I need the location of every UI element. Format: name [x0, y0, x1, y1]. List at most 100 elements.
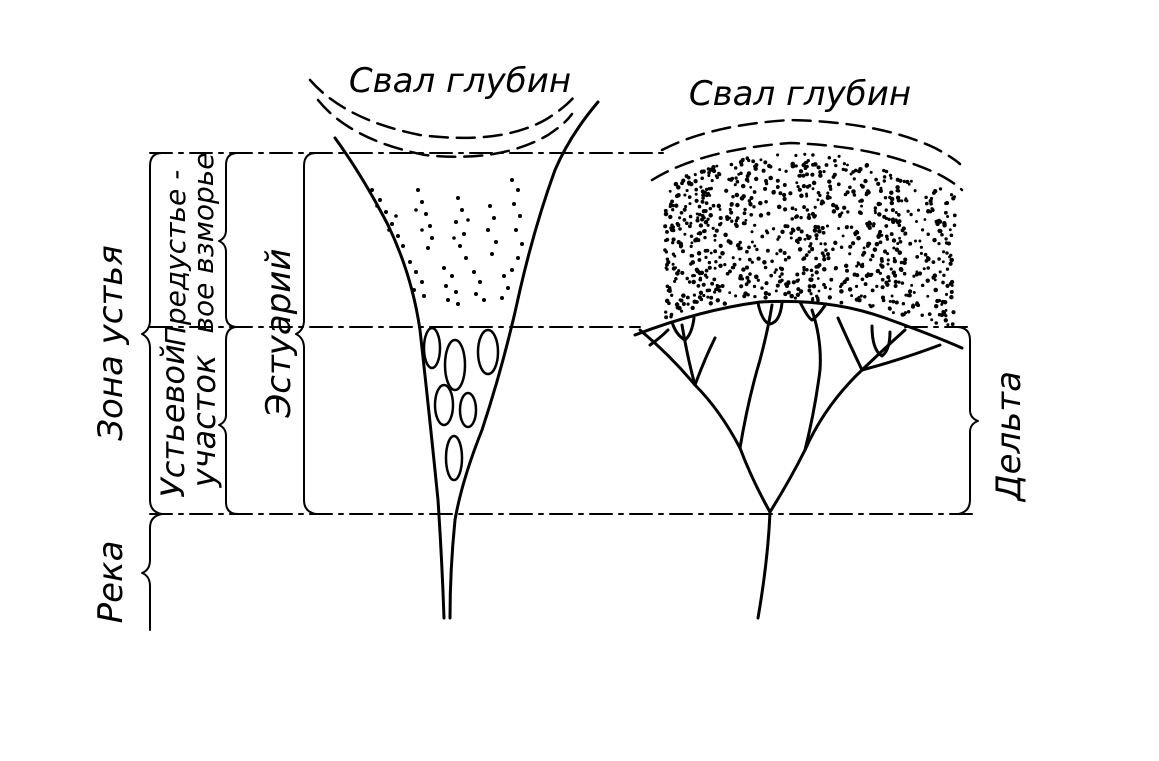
stipple-dot	[724, 188, 729, 193]
stipple-dot	[876, 181, 881, 186]
stipple-dot	[818, 193, 822, 198]
stipple-dot	[888, 299, 892, 303]
stipple-dot	[948, 228, 952, 232]
stipple-dot	[805, 192, 808, 196]
stipple-dot	[864, 164, 869, 168]
stipple-dot	[718, 255, 722, 259]
stipple-dot	[948, 281, 953, 286]
stipple-dot	[690, 241, 694, 245]
front-islet	[798, 300, 828, 322]
stipple-dot	[728, 291, 732, 295]
island	[476, 328, 500, 376]
stipple-dot	[942, 223, 947, 228]
stipple-dot	[802, 265, 806, 270]
stipple-dot	[892, 246, 896, 250]
stipple-dot	[674, 194, 680, 199]
label-shelf-edge-right: Свал глубин	[689, 74, 911, 114]
stipple-dot	[780, 278, 784, 283]
stipple-dot	[718, 215, 723, 221]
stipple-dot	[859, 294, 863, 298]
stipple-dot	[770, 259, 774, 264]
stipple-dot	[739, 196, 745, 201]
stipple-dot	[696, 216, 700, 220]
stipple-dot	[900, 199, 904, 203]
estuary-shoals	[370, 178, 524, 306]
stipple-dot	[706, 217, 710, 221]
stipple-dot	[852, 272, 857, 277]
stipple-dot	[863, 282, 868, 287]
shoal-patch	[510, 178, 524, 272]
stipple-dot	[898, 239, 903, 244]
stipple-dot	[705, 193, 709, 198]
stipple-dot	[671, 208, 675, 212]
stipple-dot	[779, 266, 785, 272]
stipple-dot	[797, 247, 803, 252]
stipple-dot	[684, 221, 689, 226]
stipple-dot	[778, 191, 783, 196]
stipple-dot	[920, 283, 925, 288]
stipple-dot	[893, 283, 898, 289]
stipple-dot	[919, 245, 924, 249]
stipple-dot	[821, 230, 826, 235]
stipple-dot	[750, 240, 754, 244]
island	[422, 326, 442, 370]
stipple-dot	[694, 187, 699, 192]
stipple-dot	[948, 255, 951, 259]
diagram-labels: Свал глубин Свал глубин Зона устья Река …	[91, 61, 1029, 623]
stipple-dot	[663, 224, 668, 229]
stipple-dot	[902, 271, 907, 276]
stipple-dot	[924, 201, 929, 206]
stipple-dot	[735, 243, 741, 248]
stipple-dot	[739, 171, 743, 176]
stipple-dot	[944, 237, 948, 241]
stipple-dot	[785, 224, 790, 229]
stipple-dot	[773, 270, 777, 274]
stipple-dot	[854, 284, 859, 289]
stipple-dot	[734, 192, 740, 198]
stipple-dot	[716, 203, 722, 209]
stipple-dot	[807, 216, 811, 220]
stipple-dot	[743, 207, 747, 212]
stipple-dot	[753, 223, 757, 227]
stipple-dot	[903, 232, 907, 236]
stipple-dot	[871, 224, 876, 228]
stipple-dot	[776, 237, 780, 241]
stipple-dot	[789, 293, 794, 299]
stipple-dot	[684, 205, 688, 209]
stipple-dot	[900, 228, 905, 233]
stipple-dot	[685, 276, 689, 281]
stipple-dot	[891, 238, 897, 243]
stipple-dot	[894, 247, 900, 252]
stipple-dot	[822, 254, 826, 258]
stipple-dot	[857, 262, 861, 266]
stipple-dot	[836, 182, 841, 187]
stipple-dot	[818, 173, 823, 178]
stipple-dot	[803, 152, 807, 156]
stipple-dot	[867, 221, 873, 226]
stipple-dot	[709, 251, 713, 255]
stipple-dot	[711, 226, 715, 230]
stipple-dot	[826, 191, 830, 195]
stipple-dot	[869, 170, 873, 174]
stipple-dot	[738, 240, 742, 245]
stipple-dot	[710, 281, 714, 286]
stipple-dot	[828, 184, 833, 189]
stipple-dot	[756, 278, 760, 282]
stipple-dot	[873, 209, 877, 213]
stipple-dot	[915, 255, 920, 259]
stipple-dot	[951, 196, 956, 201]
stipple-dot	[813, 214, 817, 218]
stipple-dot	[705, 288, 710, 293]
label-delta: Дельта	[989, 371, 1029, 503]
stipple-dot	[837, 154, 841, 158]
stipple-dot	[753, 244, 757, 248]
stipple-dot	[926, 294, 930, 298]
stipple-dot	[673, 279, 677, 283]
stipple-dot	[702, 229, 707, 233]
stipple-dot	[875, 268, 880, 274]
bracket-nearshore	[218, 152, 239, 328]
stipple-dot	[912, 274, 916, 278]
stipple-dot	[684, 174, 689, 179]
stipple-dot	[707, 174, 711, 178]
stipple-dot	[682, 207, 687, 212]
